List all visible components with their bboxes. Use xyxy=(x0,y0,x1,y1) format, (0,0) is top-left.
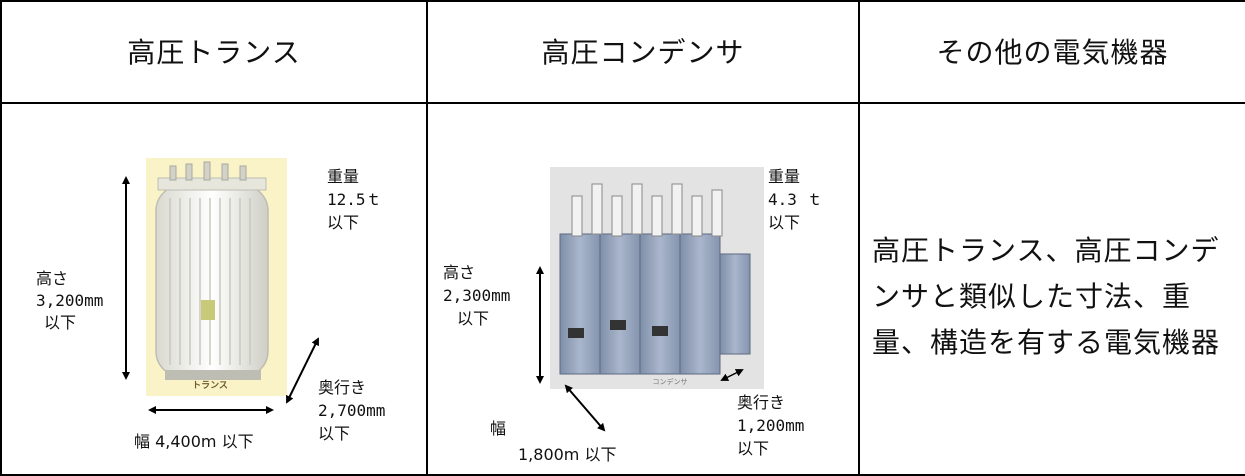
capacitor-depth-limit: 以下 xyxy=(737,439,770,458)
transformer-weight-label: 重量 xyxy=(327,167,360,186)
capacitor-weight-value: 4.3 ｔ xyxy=(768,190,823,209)
transformer-depth-label: 奥行き xyxy=(318,378,367,397)
transformer-weight-value: 12.5ｔ xyxy=(327,190,382,209)
transformer-width-text: 幅 4,400m 以下 xyxy=(134,432,254,451)
capacitor-height-value: 2,300mm xyxy=(443,286,511,305)
table-border-top xyxy=(0,0,1245,2)
table-border-header xyxy=(0,102,1245,104)
transformer-image: トランス xyxy=(146,158,287,396)
capacitor-height-limit: 以下 xyxy=(457,309,490,328)
capacitor-depth-arrow xyxy=(720,369,744,381)
capacitor-image-label: コンデンサ xyxy=(653,377,688,386)
capacitor-width-label: 幅 xyxy=(490,419,507,438)
table-border-left xyxy=(0,0,2,476)
transformer-height-limit: 以下 xyxy=(44,313,77,332)
capacitor-depth-label: 奥行き xyxy=(737,393,786,412)
capacitor-width-arrow xyxy=(564,384,606,432)
table-border-bottom xyxy=(0,474,1245,476)
header-capacitor: 高圧コンデンサ xyxy=(541,36,745,69)
table-divider-2 xyxy=(858,0,860,476)
transformer-height-value: 3,200mm xyxy=(36,291,104,310)
transformer-weight-limit: 以下 xyxy=(327,213,360,232)
transformer-height-label: 高さ xyxy=(36,269,69,288)
capacitor-width-text: 1,800m 以下 xyxy=(518,445,617,464)
capacitor-image: コンデンサ xyxy=(550,167,764,389)
capacitor-depth-value: 1,200mm xyxy=(737,416,805,435)
header-transformer: 高圧トランス xyxy=(127,36,301,69)
capacitor-height-label: 高さ xyxy=(443,263,476,282)
header-other: その他の電気機器 xyxy=(936,36,1169,69)
transformer-image-label: トランス xyxy=(192,380,228,391)
transformer-depth-value: 2,700mm xyxy=(318,401,386,420)
transformer-depth-arrow xyxy=(286,337,319,404)
table-divider-1 xyxy=(426,0,428,476)
other-equipment-description: 高圧トランス、高圧コンデンサと類似した寸法、重量、構造を有する電気機器 xyxy=(872,234,1221,359)
transformer-depth-limit: 以下 xyxy=(318,424,351,443)
capacitor-weight-label: 重量 xyxy=(768,167,801,186)
capacitor-weight-limit: 以下 xyxy=(768,213,801,232)
